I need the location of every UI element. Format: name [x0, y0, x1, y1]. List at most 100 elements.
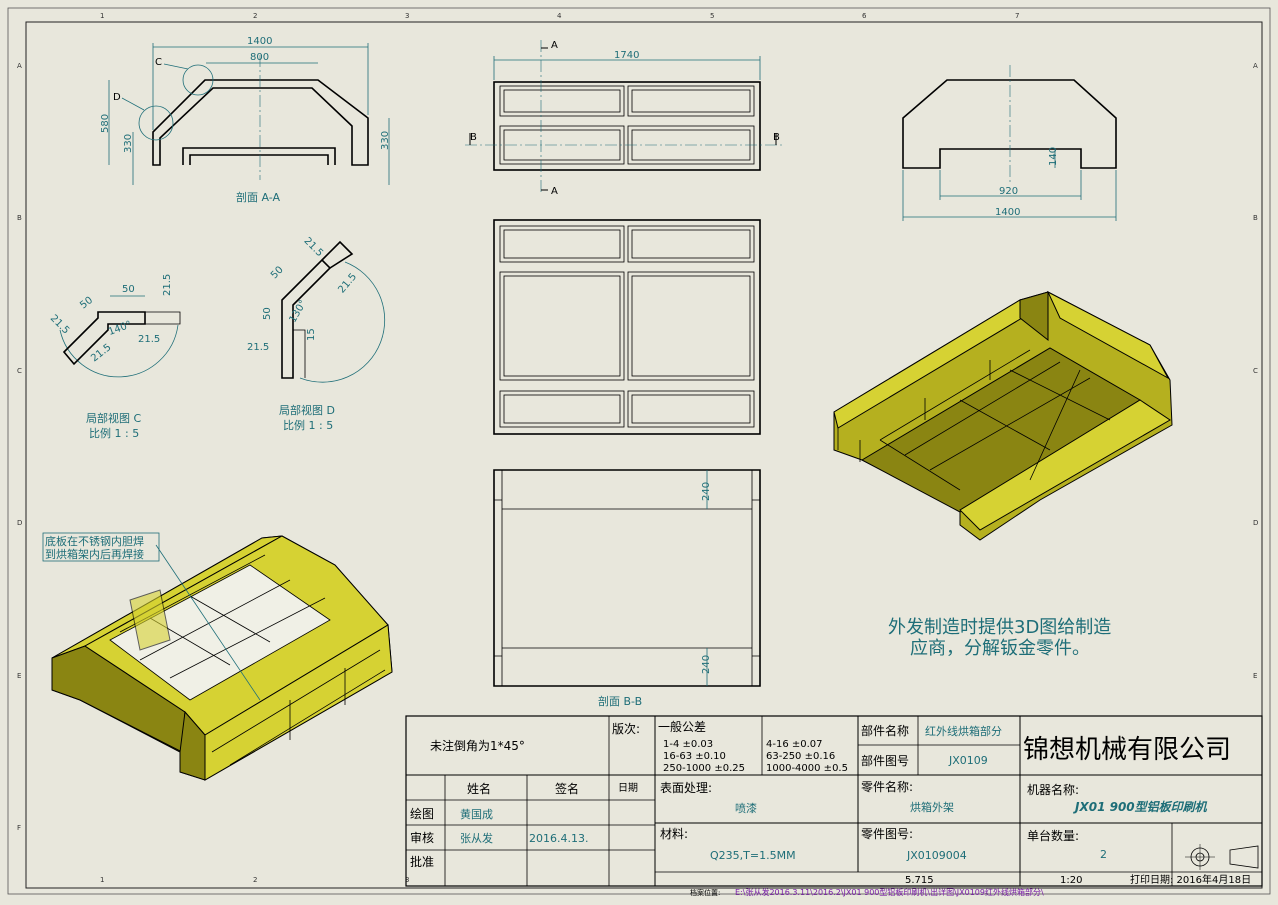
dim-1740: 1740 — [614, 50, 639, 61]
svg-text:C: C — [1253, 367, 1258, 375]
svg-text:50: 50 — [122, 284, 135, 295]
side-view: 140 920 1400 — [902, 65, 1117, 221]
svg-text:A: A — [1253, 62, 1258, 70]
svg-text:1000-4000 ±0.5: 1000-4000 ±0.5 — [766, 763, 848, 774]
dim-140: 140 — [1048, 147, 1059, 166]
dim-580: 580 — [100, 114, 111, 133]
dim-800: 800 — [250, 52, 269, 63]
svg-text:材料:: 材料: — [660, 827, 688, 841]
section-marker-a-top: A — [551, 40, 558, 51]
svg-text:底板在不锈钢内胆焊: 底板在不锈钢内胆焊 — [45, 534, 144, 548]
svg-text:零件名称:: 零件名称: — [861, 779, 913, 794]
svg-text:1-4 ±0.03: 1-4 ±0.03 — [663, 739, 713, 750]
dim-1400-side: 1400 — [995, 207, 1020, 218]
svg-text:5.715: 5.715 — [905, 875, 934, 886]
dim-330-left: 330 — [123, 134, 134, 153]
detail-d-title: 局部视图 D — [279, 403, 335, 417]
company-name: 锦想机械有限公司 — [1023, 735, 1231, 765]
zone-markers: 1 2 3 4 5 6 7 1 2 3 A B C D E F A B C D … — [17, 12, 1258, 884]
svg-text:单台数量:: 单台数量: — [1027, 828, 1079, 843]
svg-text:姓名: 姓名 — [467, 781, 491, 796]
part-no-value: JX0109 — [948, 754, 988, 767]
svg-text:到烘箱架内后再焊接: 到烘箱架内后再焊接 — [45, 547, 144, 561]
callout-d-label: D — [113, 92, 121, 103]
svg-text:应商，分解钣金零件。: 应商，分解钣金零件。 — [910, 638, 1090, 659]
svg-text:绘图: 绘图 — [410, 806, 434, 821]
dim-240-bottom: 240 — [701, 655, 712, 674]
svg-text:1: 1 — [100, 876, 104, 884]
svg-text:6: 6 — [862, 12, 867, 20]
svg-text:63-250 ±0.16: 63-250 ±0.16 — [766, 751, 835, 762]
svg-text:机器名称:: 机器名称: — [1027, 782, 1079, 797]
svg-text:D: D — [1253, 519, 1258, 527]
svg-text:21.5: 21.5 — [138, 334, 160, 345]
svg-text:打印日期: 2016年4月18日: 打印日期: 2016年4月18日 — [1130, 873, 1251, 886]
svg-text:250-1000 ±0.25: 250-1000 ±0.25 — [663, 763, 745, 774]
detail-c-scale: 比例 1 : 5 — [89, 426, 139, 440]
part-name-value: 红外线烘箱部分 — [925, 724, 1002, 738]
isometric-view-right — [833, 290, 1173, 541]
isometric-view-left — [51, 535, 393, 781]
dim-240-top: 240 — [701, 482, 712, 501]
svg-text:部件名称: 部件名称 — [861, 723, 909, 738]
svg-text:3: 3 — [405, 876, 409, 884]
svg-text:D: D — [17, 519, 22, 527]
svg-text:E: E — [1253, 672, 1257, 680]
note-right: 外发制造时提供3D图给制造 应商，分解钣金零件。 — [888, 617, 1111, 659]
svg-text:零件图号:: 零件图号: — [861, 827, 913, 841]
note-left: 底板在不锈钢内胆焊 到烘箱架内后再焊接 — [42, 532, 261, 701]
svg-text:21.5: 21.5 — [247, 342, 269, 353]
svg-text:1: 1 — [100, 12, 104, 20]
check-date: 2016.4.13. — [529, 832, 588, 845]
svg-text:B: B — [1253, 214, 1258, 222]
svg-text:外发制造时提供3D图给制造: 外发制造时提供3D图给制造 — [888, 617, 1111, 638]
svg-text:E: E — [17, 672, 21, 680]
dim-1400-aa: 1400 — [247, 36, 272, 47]
svg-text:3: 3 — [405, 12, 409, 20]
component-value: 烘箱外架 — [910, 800, 954, 814]
svg-text:批准: 批准 — [410, 854, 434, 869]
dim-330-right: 330 — [380, 131, 391, 150]
svg-text:1:20: 1:20 — [1060, 875, 1082, 886]
svg-text:16-63 ±0.10: 16-63 ±0.10 — [663, 751, 726, 762]
projection-symbol-icon — [1185, 844, 1259, 870]
section-aa-view: 1400 800 580 330 330 C D 剖面 A-A — [100, 36, 391, 204]
file-path: E:\张从发2016.3.11\2016.2\JX01 900型铝板印刷机\出详… — [735, 887, 1044, 897]
svg-text:4-16 ±0.07: 4-16 ±0.07 — [766, 739, 823, 750]
svg-text:签名: 签名 — [555, 781, 579, 796]
version-label: 版次: — [612, 722, 640, 736]
machine-value: JX01 900型铝板印刷机 — [1073, 800, 1208, 814]
section-marker-b-left: B — [470, 132, 477, 143]
svg-text:15: 15 — [306, 328, 317, 341]
callout-c-label: C — [155, 57, 162, 68]
title-block: 未注倒角为1*45° 版次: 一般公差 1-4 ±0.03 16-63 ±0.1… — [405, 715, 1263, 887]
outer-border — [7, 7, 1271, 895]
svg-text:21.5: 21.5 — [162, 274, 173, 296]
file-path-footer: 档案位置: E:\张从发2016.3.11\2016.2\JX01 900型铝板… — [690, 887, 1044, 897]
section-marker-a-bottom: A — [551, 186, 558, 197]
svg-text:50: 50 — [262, 307, 273, 320]
svg-text:日期: 日期 — [618, 782, 638, 794]
chamfer-note: 未注倒角为1*45° — [430, 738, 525, 753]
section-bb-title: 剖面 B-B — [598, 694, 642, 708]
tolerance-title: 一般公差 — [658, 719, 706, 734]
detail-c-title: 局部视图 C — [86, 411, 141, 425]
svg-text:5: 5 — [710, 12, 714, 20]
section-aa-title: 剖面 A-A — [236, 190, 281, 204]
svg-text:表面处理:: 表面处理: — [660, 781, 712, 795]
detail-c-callout-circle — [182, 64, 214, 96]
svg-text:2: 2 — [253, 876, 257, 884]
plan-view — [493, 219, 761, 435]
svg-text:A: A — [17, 62, 22, 70]
section-marker-b-right: B — [773, 132, 780, 143]
inner-border — [25, 21, 1263, 889]
surface-value: 喷漆 — [735, 802, 757, 815]
svg-text:审核: 审核 — [410, 830, 434, 845]
svg-text:7: 7 — [1015, 12, 1019, 20]
svg-text:2: 2 — [253, 12, 257, 20]
svg-text:B: B — [17, 214, 22, 222]
svg-text:F: F — [17, 824, 21, 832]
svg-text:档案位置:: 档案位置: — [690, 888, 720, 897]
svg-text:C: C — [17, 367, 22, 375]
